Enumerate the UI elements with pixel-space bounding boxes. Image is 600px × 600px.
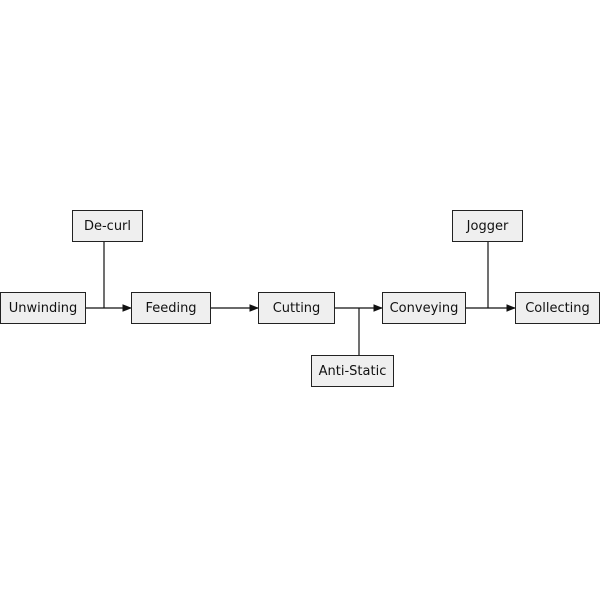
node-jogger: Jogger: [452, 210, 523, 242]
node-label: Jogger: [466, 218, 509, 234]
node-label: Collecting: [525, 300, 590, 316]
node-label: Unwinding: [8, 300, 78, 316]
node-label: Cutting: [272, 300, 321, 316]
node-label: Conveying: [389, 300, 459, 316]
node-label: De-curl: [83, 218, 132, 234]
node-collecting: Collecting: [515, 292, 600, 324]
node-label: Feeding: [145, 300, 197, 316]
node-feeding: Feeding: [131, 292, 211, 324]
node-decurl: De-curl: [72, 210, 143, 242]
node-antistatic: Anti-Static: [311, 355, 394, 387]
node-conveying: Conveying: [382, 292, 466, 324]
node-unwinding: Unwinding: [0, 292, 86, 324]
node-label: Anti-Static: [318, 363, 387, 379]
node-cutting: Cutting: [258, 292, 335, 324]
